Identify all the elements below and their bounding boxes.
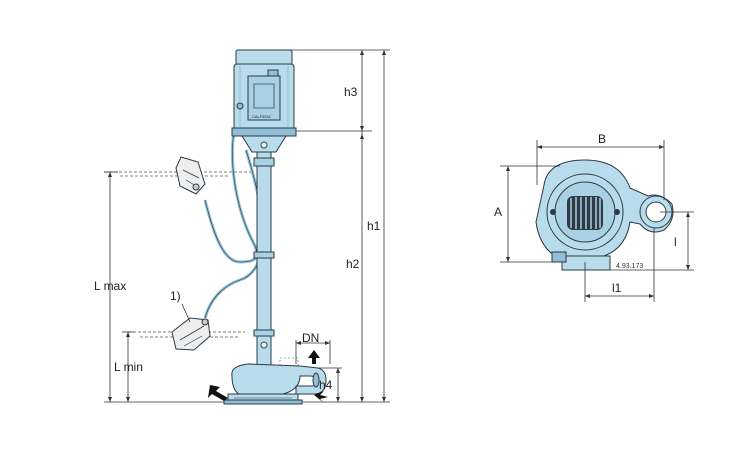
h3-arrow-t	[360, 50, 364, 55]
b-arrow-l	[537, 145, 542, 149]
column-clamp-bottom	[253, 329, 275, 337]
bolt-left	[550, 209, 556, 215]
column-clamp-top	[253, 157, 275, 167]
column-vent	[260, 341, 268, 349]
column-pipe	[256, 151, 272, 375]
motor: CALPEDA	[231, 49, 297, 137]
inlet-arrow-right	[314, 391, 328, 403]
lmin-arrow-b	[126, 397, 130, 402]
label-l-max: L max	[94, 279, 126, 293]
terminal-box	[247, 75, 281, 121]
float-switch-upper	[175, 156, 206, 195]
outlet-flange	[312, 372, 320, 388]
label-l-min: L min	[114, 360, 143, 374]
float-switch-lower	[171, 317, 211, 351]
label-h4: h4	[319, 378, 333, 392]
h1-arrow-b	[382, 397, 386, 402]
bracket-hole	[260, 141, 268, 149]
motor-flange	[231, 127, 297, 137]
label-h3: h3	[344, 85, 358, 99]
pump-casing	[223, 363, 327, 405]
bolt-right	[614, 209, 620, 215]
column-joint	[253, 251, 275, 259]
a-arrow-b	[506, 257, 510, 262]
label-l1: l1	[612, 281, 622, 295]
base-foot-top	[561, 255, 611, 271]
lmax-arrow-t	[108, 172, 112, 177]
top-view: B A l l1 4.93.173	[494, 132, 694, 302]
label-b: B	[598, 132, 606, 146]
terminal-cover	[253, 83, 275, 109]
cable-gland	[267, 69, 279, 77]
drawing-code: 4.93.173	[616, 263, 643, 270]
label-h1: h1	[367, 219, 381, 233]
note-leader	[181, 303, 191, 323]
label-note-1: 1)	[170, 289, 181, 303]
label-dn: DN	[302, 331, 319, 345]
motor-badge: CALPEDA	[252, 114, 271, 119]
outlet-arrow-up	[308, 350, 320, 364]
pump-base-plate	[223, 399, 303, 405]
inlet-arrow-left	[208, 385, 228, 401]
label-a: A	[494, 205, 502, 219]
h2-arrow-b	[360, 397, 364, 402]
h4-arrow-b	[336, 397, 340, 402]
h4-arrow-t	[336, 368, 340, 373]
l-arrow-t	[686, 212, 690, 217]
lmin-arrow-t	[126, 332, 130, 337]
l1-arrow-l	[585, 294, 590, 298]
a-arrow-t	[506, 166, 510, 171]
l-arrow-b	[686, 265, 690, 270]
dn-arrow-l	[296, 341, 301, 345]
side-view: CALPEDA	[94, 49, 390, 405]
label-l: l	[674, 235, 677, 249]
h2-arrow-t	[360, 134, 364, 139]
dn-arrow-r	[325, 341, 330, 345]
fan-grille	[567, 196, 603, 230]
h1-arrow-t	[382, 50, 386, 55]
l1-arrow-r	[649, 294, 654, 298]
label-h2: h2	[346, 257, 360, 271]
b-arrow-r	[659, 145, 664, 149]
base-lug	[551, 251, 567, 263]
cable-entry	[236, 102, 244, 110]
h3-arrow-b	[360, 126, 364, 131]
lmax-arrow-b	[108, 397, 112, 402]
